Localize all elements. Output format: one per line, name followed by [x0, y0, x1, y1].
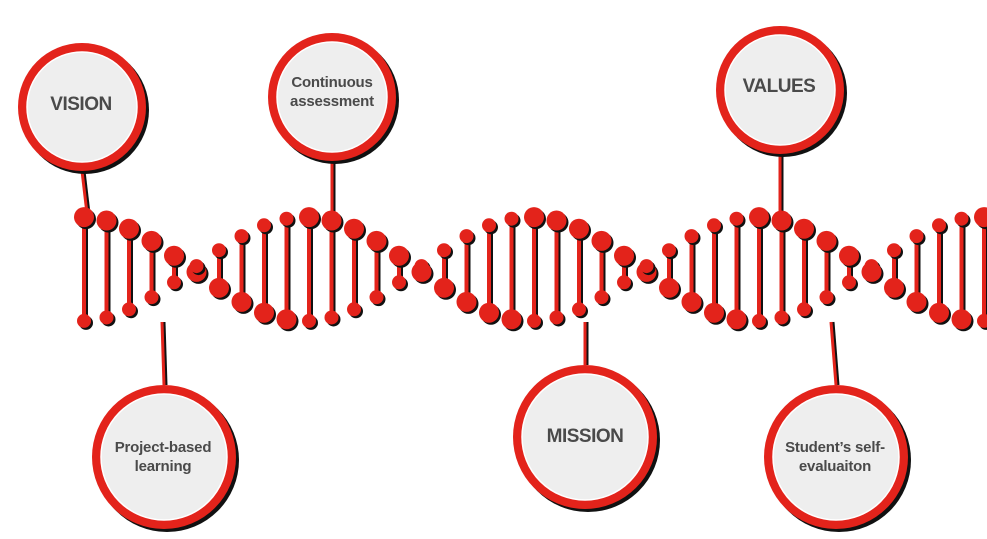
- bead: [392, 275, 406, 290]
- bead: [279, 211, 294, 226]
- bead: [614, 245, 634, 266]
- bead: [771, 210, 792, 231]
- bead: [906, 291, 927, 312]
- bead: [344, 218, 364, 239]
- bead: [524, 207, 544, 228]
- student-self-evaluation-circle: [772, 393, 900, 521]
- bead: [704, 302, 724, 323]
- bead: [122, 302, 136, 317]
- bead: [752, 313, 766, 328]
- bead: [707, 218, 721, 233]
- connector-line: [829, 321, 838, 386]
- bead: [546, 210, 567, 231]
- bead: [591, 230, 612, 251]
- bead: [389, 245, 409, 266]
- bead: [479, 302, 499, 323]
- bead: [231, 291, 252, 312]
- bead: [324, 310, 339, 325]
- bead: [884, 277, 904, 298]
- bead: [929, 302, 949, 323]
- bead: [842, 275, 856, 290]
- bead: [209, 277, 229, 298]
- bead: [527, 313, 541, 328]
- bead: [617, 275, 631, 290]
- node-circles: [18, 26, 911, 532]
- bead: [819, 290, 834, 305]
- bead: [411, 261, 432, 282]
- mission-circle: [521, 373, 649, 501]
- bead: [74, 207, 94, 228]
- bead: [549, 310, 564, 325]
- bead: [909, 229, 924, 244]
- bead: [299, 207, 319, 228]
- bead: [302, 313, 316, 328]
- bead: [861, 261, 882, 282]
- bead: [932, 218, 946, 233]
- bead: [639, 259, 654, 274]
- bead: [347, 302, 361, 317]
- project-based-learning-circle: [100, 393, 228, 521]
- bead: [887, 243, 901, 258]
- bead: [366, 230, 387, 251]
- bead: [749, 207, 769, 228]
- continuous-assessment-circle: [276, 41, 388, 153]
- bead: [504, 211, 519, 226]
- bead: [662, 243, 676, 258]
- bead: [839, 245, 859, 266]
- bead: [437, 243, 451, 258]
- bead: [726, 309, 747, 330]
- bead: [681, 291, 702, 312]
- bead: [321, 210, 342, 231]
- bead: [684, 229, 699, 244]
- bead: [501, 309, 522, 330]
- bead: [977, 313, 987, 328]
- bead: [482, 218, 496, 233]
- bead: [144, 290, 159, 305]
- bead: [234, 229, 249, 244]
- bead: [77, 313, 91, 328]
- bead: [794, 218, 814, 239]
- connector-line: [160, 321, 166, 386]
- bead: [189, 259, 204, 274]
- bead: [729, 211, 744, 226]
- bead: [659, 277, 679, 298]
- bead: [951, 309, 972, 330]
- bead: [96, 210, 117, 231]
- bead: [119, 218, 139, 239]
- bead: [369, 290, 384, 305]
- bead: [164, 245, 184, 266]
- bead: [99, 310, 114, 325]
- bead: [167, 275, 181, 290]
- bead: [569, 218, 589, 239]
- bead: [797, 302, 811, 317]
- dna-strands: [74, 207, 987, 332]
- bead: [572, 302, 586, 317]
- bead: [974, 207, 987, 228]
- connector-shadow: [831, 321, 840, 386]
- bead: [459, 229, 474, 244]
- connector-shadow: [162, 321, 168, 386]
- values-circle: [724, 34, 836, 146]
- vision-circle: [26, 51, 138, 163]
- bead: [141, 230, 162, 251]
- bead: [276, 309, 297, 330]
- bead: [254, 302, 274, 323]
- bead: [816, 230, 837, 251]
- bead: [212, 243, 226, 258]
- bead: [456, 291, 477, 312]
- dna-rungs: [82, 215, 987, 325]
- bead: [257, 218, 271, 233]
- bead: [594, 290, 609, 305]
- bead: [774, 310, 789, 325]
- bead: [434, 277, 454, 298]
- bead: [954, 211, 969, 226]
